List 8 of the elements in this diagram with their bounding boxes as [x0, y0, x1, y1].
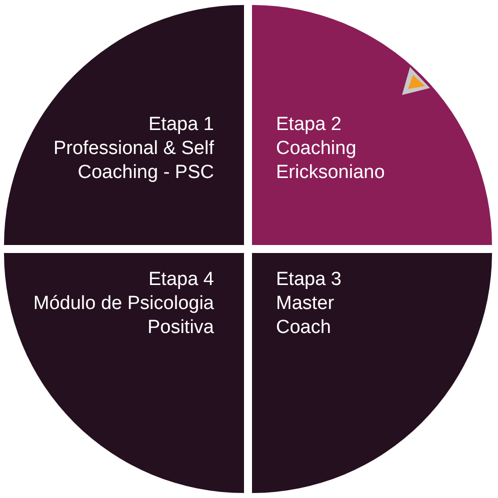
- stage-title: Master Coach: [276, 292, 336, 340]
- stage-number: Etapa 4: [148, 268, 214, 292]
- stage-number: Etapa 3: [276, 268, 342, 292]
- stage-number: Etapa 2: [276, 113, 342, 137]
- stage-title: Professional & Self Coaching - PSC: [52, 137, 214, 185]
- stage-title: Coaching Ericksoniano: [276, 137, 385, 185]
- stage-number: Etapa 1: [148, 113, 214, 137]
- stage-title: Módulo de Psicologia Positiva: [32, 292, 214, 340]
